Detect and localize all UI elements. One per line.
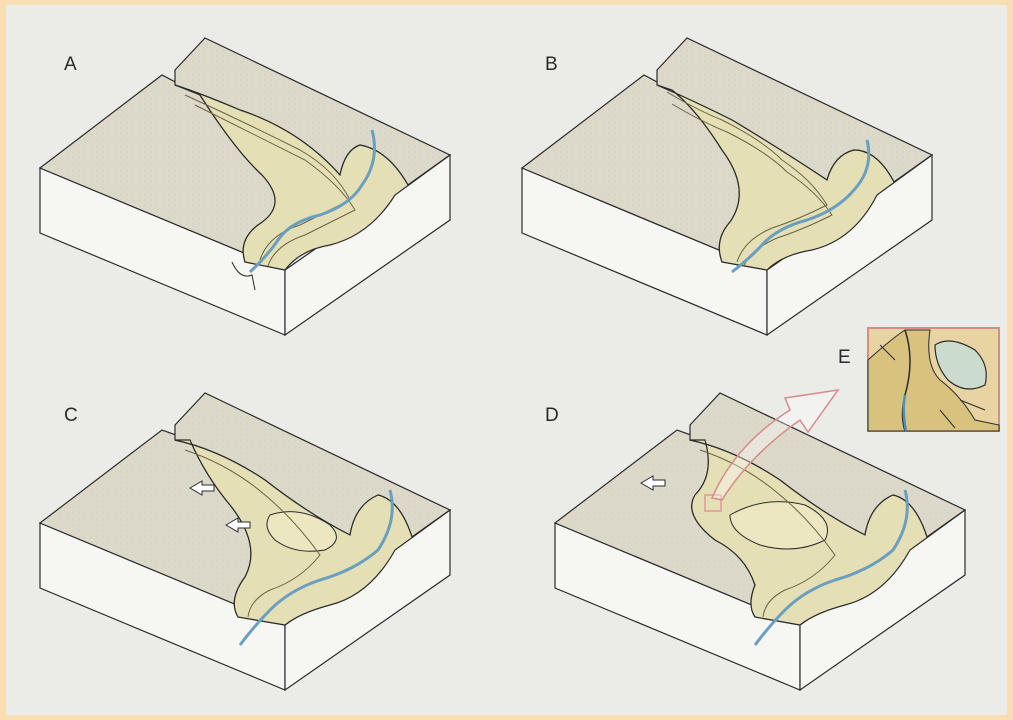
label-a: A [64, 55, 77, 74]
label-c: C [64, 406, 78, 425]
label-b: B [545, 55, 558, 74]
block-c [40, 393, 450, 690]
block-b [522, 38, 932, 335]
inset-e [868, 328, 999, 431]
block-a [40, 38, 450, 335]
label-e: E [838, 348, 851, 367]
label-d: D [545, 406, 559, 425]
